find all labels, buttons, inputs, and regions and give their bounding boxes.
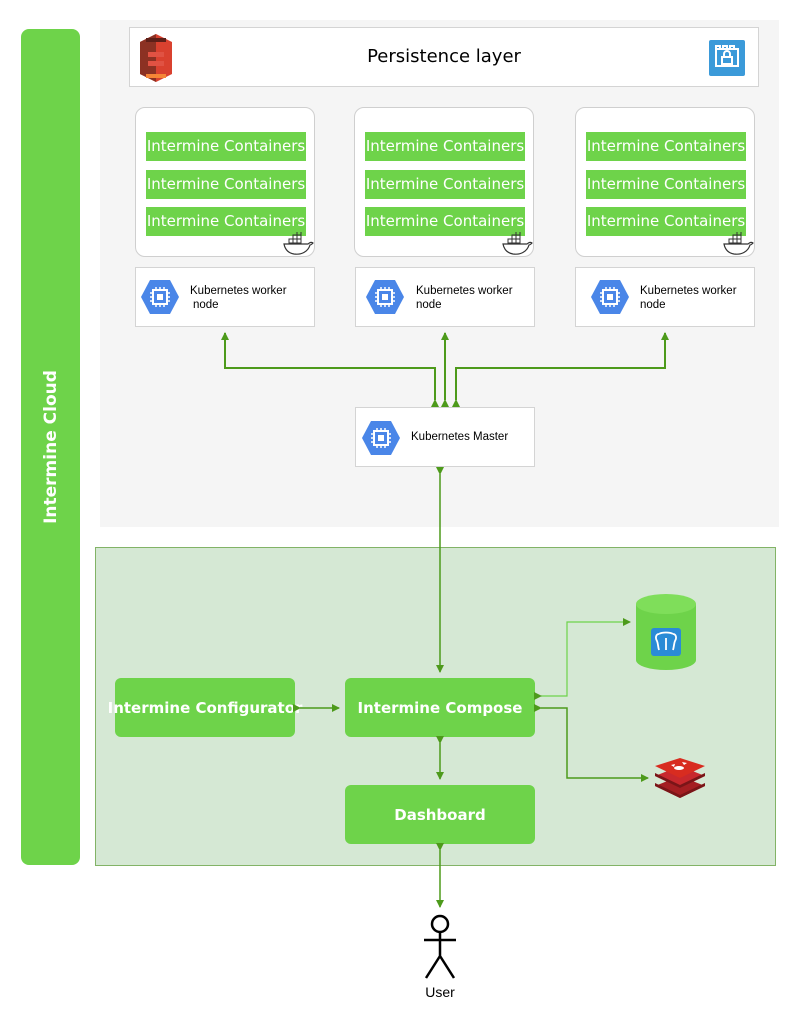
amazon-s3-icon: [140, 34, 172, 82]
container-item: Intermine Containers: [146, 170, 306, 199]
worker-label: Kubernetes worker node: [190, 285, 287, 311]
redis-icon: [655, 758, 705, 798]
gcp-compute-icon: [591, 280, 629, 314]
container-item: Intermine Containers: [365, 170, 525, 199]
sidebar-intermine-cloud: Intermine Cloud: [21, 29, 80, 865]
persistence-layer: Persistence layer: [129, 27, 759, 87]
container-group-1: Intermine Containers Intermine Container…: [135, 107, 315, 257]
container-item: Intermine Containers: [586, 207, 746, 236]
dashboard-button[interactable]: Dashboard: [345, 785, 535, 844]
container-group-3: Intermine Containers Intermine Container…: [575, 107, 755, 257]
intermine-configurator-button[interactable]: Intermine Configurator: [108, 678, 302, 737]
master-label: Kubernetes Master: [411, 431, 509, 443]
container-item: Intermine Containers: [146, 132, 306, 161]
docker-whale-icon: [723, 232, 754, 255]
container-item: Intermine Containers: [365, 207, 525, 236]
container-item: Intermine Containers: [365, 132, 525, 161]
postgres-elephant-icon: [636, 594, 696, 670]
worker-label: Kubernetes worker node: [640, 285, 737, 311]
user-label: User: [425, 984, 455, 1000]
gcp-compute-icon: [362, 421, 400, 455]
container-item: Intermine Containers: [586, 132, 746, 161]
kubernetes-worker-node-3: Kubernetes worker node: [575, 267, 755, 327]
intermine-compose-button[interactable]: Intermine Compose: [345, 678, 535, 737]
container-group-2: Intermine Containers Intermine Container…: [354, 107, 534, 257]
gcp-compute-icon: [366, 280, 404, 314]
container-item: Intermine Containers: [586, 170, 746, 199]
kubernetes-worker-node-1: Kubernetes worker node: [135, 267, 315, 327]
docker-whale-icon: [283, 232, 314, 255]
user-stick-figure-icon: [424, 914, 456, 979]
container-item: Intermine Containers: [146, 207, 306, 236]
kubernetes-master: Kubernetes Master: [355, 407, 535, 467]
docker-whale-icon: [502, 232, 533, 255]
database-lock-icon: [709, 40, 745, 76]
gcp-compute-icon: [141, 280, 179, 314]
worker-label: Kubernetes worker node: [416, 285, 513, 311]
kubernetes-worker-node-2: Kubernetes worker node: [355, 267, 535, 327]
persistence-title: Persistence layer: [367, 46, 521, 67]
